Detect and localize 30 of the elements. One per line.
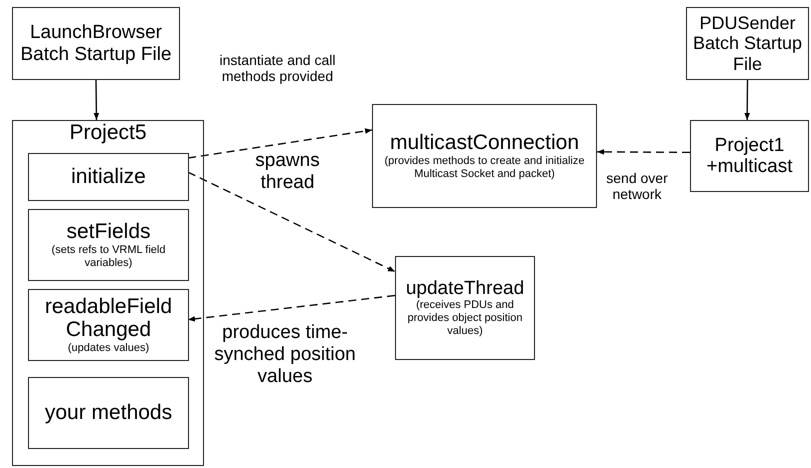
arrow xyxy=(188,128,372,159)
node-title: your methods xyxy=(44,401,172,425)
class-box xyxy=(372,104,597,208)
node-title: updateThread xyxy=(406,278,524,299)
node-title: multicastConnection xyxy=(390,131,580,155)
node-title: PDUSender Batch Startup File xyxy=(692,13,804,74)
method-box xyxy=(28,153,189,201)
node-description: (updates values) xyxy=(68,342,150,356)
arrow xyxy=(188,294,396,322)
file-box xyxy=(12,7,180,80)
class-box xyxy=(12,120,204,466)
node-title: Project1 +multicast xyxy=(705,134,794,178)
node-description: (receives PDUs and provides object position values) xyxy=(406,298,524,338)
arrow xyxy=(94,80,100,120)
method-box xyxy=(28,289,189,361)
arrow xyxy=(597,149,690,155)
class-box xyxy=(690,120,809,192)
arrow xyxy=(744,80,750,120)
arrow xyxy=(188,172,396,272)
node-description: (provides methods to create and initialize Multicast Socket and packet) xyxy=(384,154,586,181)
node-title: Project5 xyxy=(69,121,147,145)
node-description: (sets refs to VRML field variables) xyxy=(50,244,166,270)
node-title: readableField Changed xyxy=(44,294,174,342)
file-box xyxy=(686,7,809,80)
node-title: setFields xyxy=(66,220,151,244)
method-box xyxy=(28,377,189,449)
method-box xyxy=(28,209,189,281)
class-box xyxy=(395,256,535,360)
node-title: initialize xyxy=(71,165,146,189)
node-title: LaunchBrowser Batch Startup File xyxy=(19,22,173,65)
